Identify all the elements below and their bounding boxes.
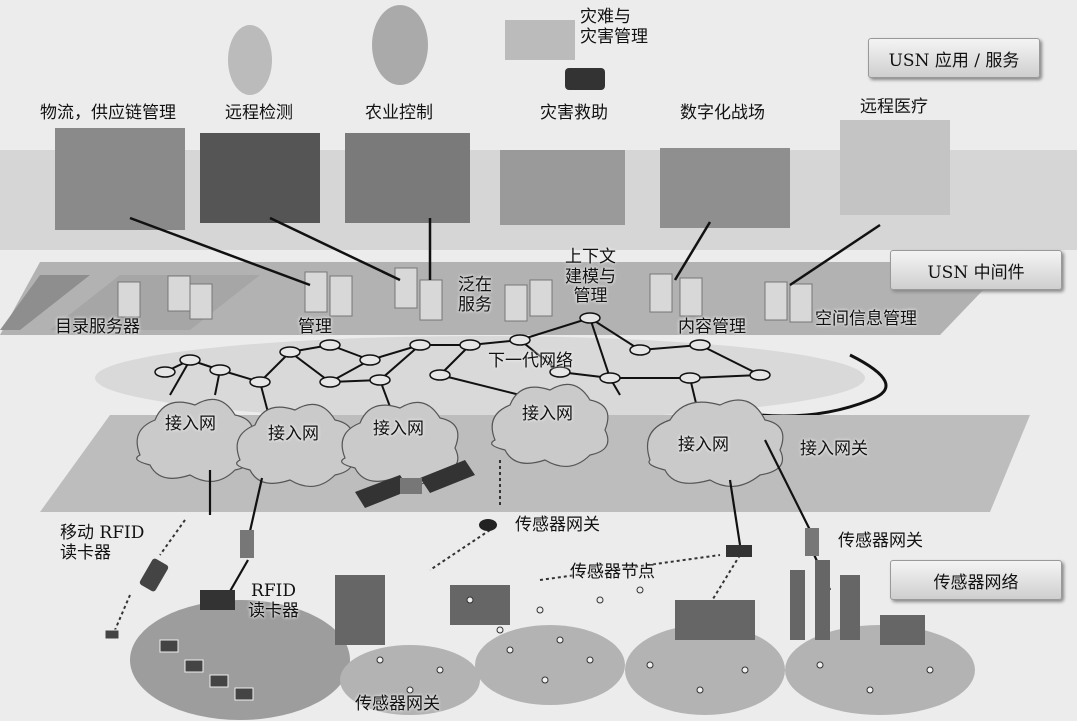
label-sensor-gateway-bottom: 传感器网关 bbox=[355, 694, 440, 714]
label-context-modeling: 上下文 建模与 管理 bbox=[565, 247, 616, 307]
layer-tag-application-service: USN 应用 / 服务 bbox=[868, 38, 1040, 78]
label-digital-battlefield: 数字化战场 bbox=[680, 103, 765, 123]
sensor-field-4 bbox=[785, 625, 975, 715]
label-disaster-relief: 灾害救助 bbox=[540, 103, 608, 123]
agriculture-image bbox=[345, 133, 470, 223]
satellite bbox=[355, 460, 475, 508]
label-sensor-gateway-top: 传感器网关 bbox=[515, 515, 600, 535]
rfid-tags bbox=[104, 629, 254, 701]
label-telemedicine: 远程医疗 bbox=[860, 97, 928, 117]
rfid-field bbox=[130, 600, 350, 720]
label-remote-monitoring: 远程检测 bbox=[225, 103, 293, 123]
label-disaster-management: 灾难与 灾害管理 bbox=[580, 7, 648, 47]
sensor-field-3 bbox=[625, 625, 785, 715]
label-access-network-1: 接入网 bbox=[165, 414, 216, 434]
telemedicine-image bbox=[840, 120, 950, 215]
network-nodes bbox=[154, 312, 771, 388]
sensor-nodes bbox=[376, 586, 934, 694]
layer-tag-middleware: USN 中间件 bbox=[890, 250, 1062, 290]
sensor-field-1 bbox=[340, 645, 480, 715]
monitoring-image bbox=[200, 133, 320, 223]
label-mobile-rfid-reader: 移动 RFID 读卡器 bbox=[60, 523, 145, 563]
label-ubiquitous-service: 泛在 服务 bbox=[458, 275, 492, 315]
label-access-gateway: 接入网关 bbox=[800, 439, 868, 459]
layer-tag-sensor-network: 传感器网络 bbox=[890, 560, 1062, 600]
label-logistics: 物流，供应链管理 bbox=[40, 103, 176, 123]
battlefield-image bbox=[660, 148, 790, 228]
label-access-network-4: 接入网 bbox=[522, 404, 573, 424]
logistics-image bbox=[55, 128, 185, 230]
access-clouds bbox=[136, 383, 784, 487]
label-next-gen-network: 下一代网络 bbox=[488, 351, 573, 371]
label-access-network-5: 接入网 bbox=[678, 435, 729, 455]
buildings bbox=[335, 560, 925, 645]
label-access-network-2: 接入网 bbox=[268, 424, 319, 444]
label-access-network-3: 接入网 bbox=[373, 419, 424, 439]
label-sensor-gateway-right: 传感器网关 bbox=[838, 531, 923, 551]
relief-image bbox=[500, 150, 625, 225]
servers bbox=[117, 267, 813, 323]
label-sensor-node: 传感器节点 bbox=[570, 562, 655, 582]
label-agriculture: 农业控制 bbox=[365, 103, 433, 123]
sensor-field-2 bbox=[475, 625, 625, 705]
label-management: 管理 bbox=[298, 317, 332, 337]
label-directory-server: 目录服务器 bbox=[55, 317, 140, 337]
label-content-management: 内容管理 bbox=[678, 317, 746, 337]
label-rfid-reader: RFID 读卡器 bbox=[248, 581, 299, 621]
label-spatial-info: 空间信息管理 bbox=[815, 309, 917, 329]
